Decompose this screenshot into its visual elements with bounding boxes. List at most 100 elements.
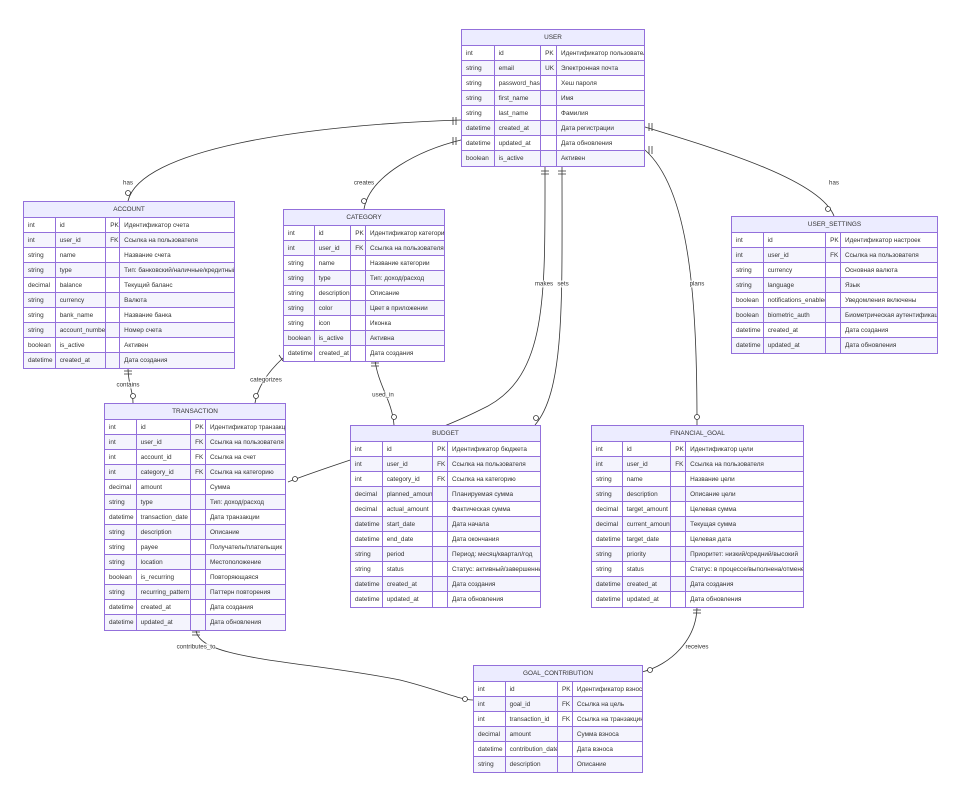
attribute-type: datetime (24, 353, 56, 368)
entity-title: BUDGET (351, 426, 540, 442)
attribute-type: int (592, 457, 623, 471)
entity-title: FINANCIAL_GOAL (592, 426, 803, 442)
attribute-type: datetime (105, 510, 137, 524)
attribute-name: transaction_date (137, 510, 192, 524)
attribute-name: target_amount (623, 502, 672, 516)
attribute-key (671, 592, 687, 607)
attribute-description: Фамилия (561, 110, 589, 117)
attribute-description: Ссылка на счет (209, 454, 256, 461)
attribute-key (826, 293, 841, 307)
edge-transaction-contribution (195, 628, 474, 701)
attribute-type: string (24, 323, 56, 337)
attribute-key (106, 323, 121, 337)
attribute-key (433, 592, 449, 607)
attribute-type: string (592, 562, 623, 576)
attribute-name: user_id (137, 435, 192, 449)
attribute-type: decimal (474, 727, 506, 741)
attribute-description: Описание (370, 290, 400, 297)
attribute-type: boolean (24, 338, 56, 352)
attribute-type: decimal (592, 517, 623, 531)
attribute-name: description (137, 525, 192, 539)
attribute-key (671, 472, 687, 486)
attribute-name: category_id (137, 465, 192, 479)
attribute-type: string (351, 562, 383, 576)
attribute-type: string (24, 248, 56, 262)
attribute-description: Ссылка на пользователя (690, 461, 764, 468)
attribute-key (671, 577, 687, 591)
attribute-description: Тип: доход/расход (370, 275, 425, 282)
attribute-key (433, 517, 449, 531)
entity-title: USER_SETTINGS (732, 217, 937, 233)
attribute-key (106, 338, 121, 352)
label-category-budget: used_in (372, 391, 394, 399)
attribute-key (351, 271, 367, 285)
attribute-type: int (105, 420, 137, 434)
entity-title: USER (462, 30, 644, 46)
attribute-description: Дата транзакции (209, 514, 260, 521)
attribute-key (351, 256, 367, 270)
attribute-key: FK (191, 450, 206, 464)
attribute-name: category_id (383, 472, 434, 486)
attribute-description: Номер счета (124, 327, 162, 334)
attribute-description: Получатель/плательщик (209, 544, 283, 551)
attribute-key (671, 517, 687, 531)
attribute-name: updated_at (383, 592, 434, 607)
attribute-description: Описание цели (690, 491, 736, 498)
attribute-description: Идентификатор настроек (845, 237, 921, 244)
attribute-description: Дата обновления (209, 619, 262, 626)
attribute-key (351, 346, 367, 361)
attribute-description: Активен (561, 155, 586, 162)
attribute-name: amount (137, 480, 192, 494)
attribute-type: int (732, 233, 764, 247)
attribute-name: id (315, 226, 352, 240)
attribute-type: decimal (592, 502, 623, 516)
attribute-key: FK (433, 457, 449, 471)
cardinality-markers (124, 117, 831, 702)
attribute-name: user_id (315, 241, 352, 255)
attribute-name: status (623, 562, 672, 576)
attribute-description: Идентификатор категории (370, 230, 444, 237)
attribute-key (351, 331, 367, 345)
attribute-type: datetime (592, 592, 623, 607)
attribute-name: created_at (623, 577, 672, 591)
attribute-name: created_at (56, 353, 107, 368)
attribute-description: Ссылка на пользователя (452, 461, 526, 468)
attribute-description: Цвет в приложении (370, 305, 428, 312)
attribute-key: PK (558, 682, 573, 696)
attribute-description: Уведомления включены (845, 297, 917, 304)
attribute-description: Планируемая сумма (452, 491, 514, 498)
attribute-description: Идентификатор транзакции (209, 424, 285, 431)
attribute-key (558, 757, 573, 772)
attribute-description: Дата обновления (561, 140, 613, 147)
attribute-name: recurring_pattern (137, 585, 192, 599)
attribute-description: Идентификатор счета (124, 222, 190, 229)
attribute-name: is_recurring (137, 570, 192, 584)
attribute-key (106, 353, 121, 368)
attribute-type: int (351, 442, 383, 456)
attribute-name: is_active (56, 338, 107, 352)
attribute-key: PK (433, 442, 449, 456)
attribute-name: name (315, 256, 352, 270)
attribute-name: updated_at (623, 592, 672, 607)
attribute-key (191, 600, 206, 614)
attribute-type: string (592, 487, 623, 501)
attribute-name: payee (137, 540, 192, 554)
attribute-key (671, 487, 687, 501)
